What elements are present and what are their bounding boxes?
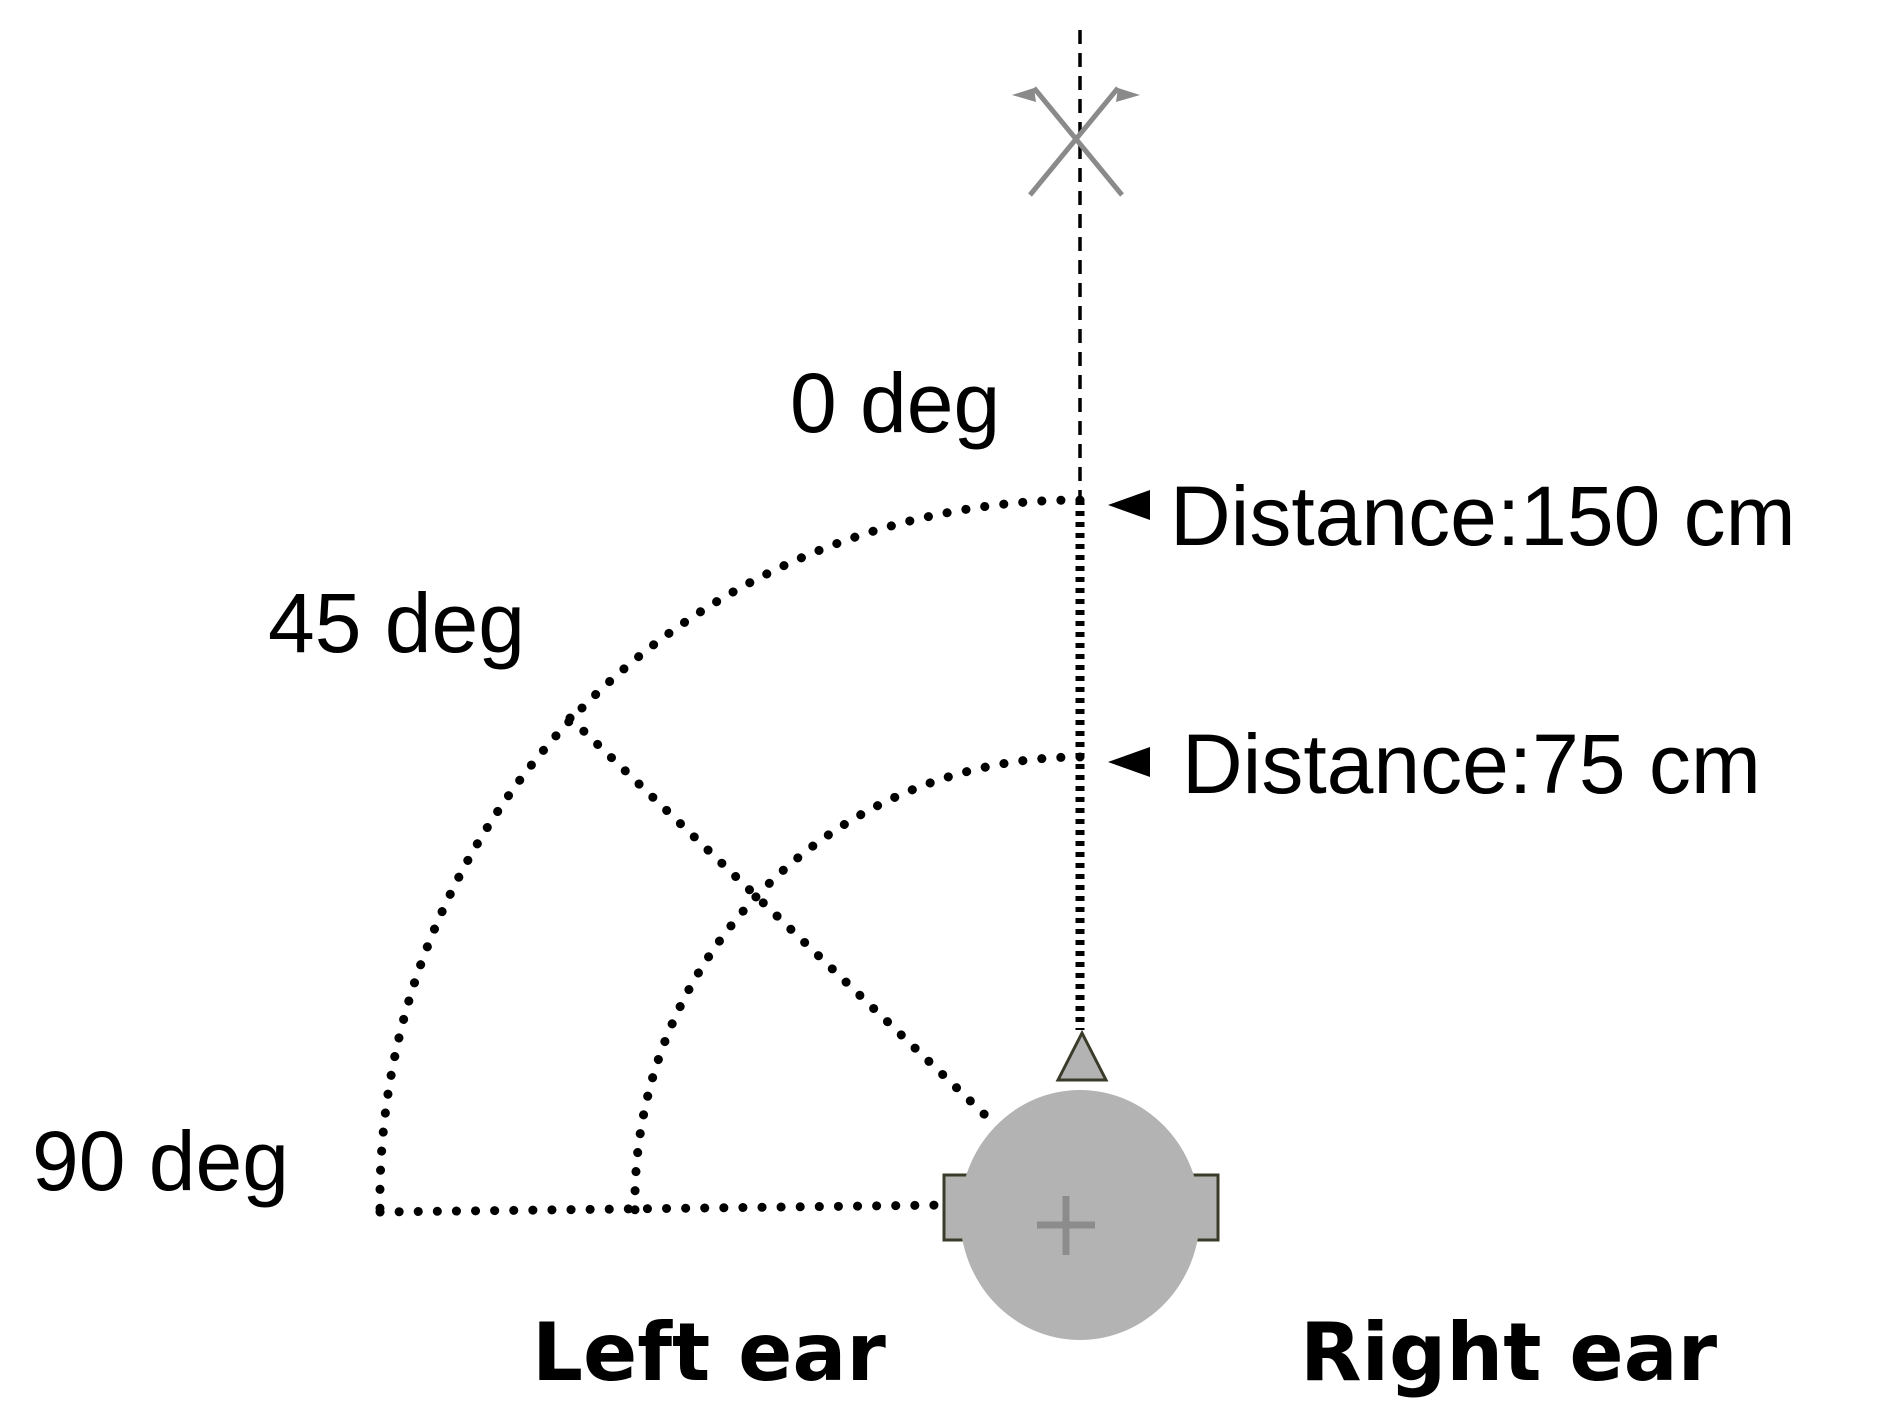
left-ear-label: Left ear [532, 1306, 886, 1399]
distance-label-150: Distance:150 cm [1170, 469, 1796, 563]
triangle-pointer-icon [1108, 747, 1150, 777]
angle-label-90: 90 deg [32, 1114, 289, 1208]
triangle-pointer-icon [1108, 490, 1150, 520]
arc-150cm [375, 495, 1085, 1215]
distance-label-75: Distance:75 cm [1182, 717, 1761, 811]
right-ear-label: Right ear [1300, 1306, 1718, 1399]
crossed-flags-icon [1012, 86, 1140, 197]
angle-label-0: 0 deg [790, 356, 1000, 450]
head-top-view-icon [942, 1029, 1220, 1340]
plus-icon [1037, 1196, 1095, 1255]
angle-label-45: 45 deg [268, 576, 525, 670]
forty-five-deg-line [565, 713, 990, 1120]
ninety-deg-line [375, 1200, 950, 1217]
